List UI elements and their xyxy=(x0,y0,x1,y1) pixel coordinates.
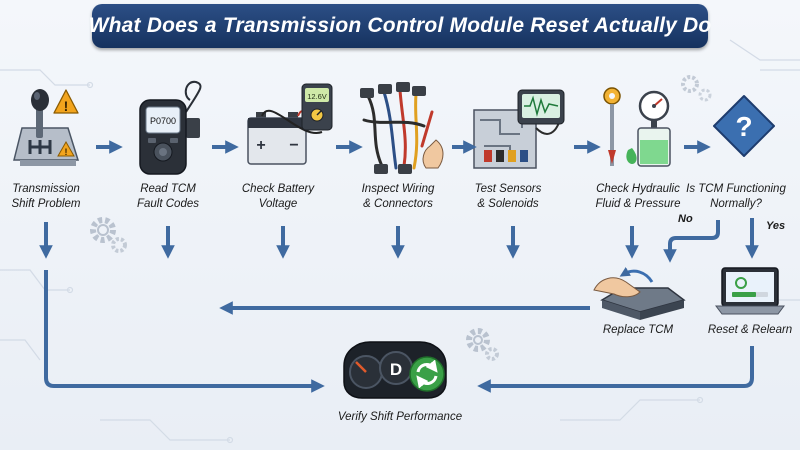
branch-label-yes: Yes xyxy=(766,220,786,232)
pressure-gauge-icon xyxy=(626,90,671,167)
meter-reading: 12.6V xyxy=(307,92,327,101)
gear-icon xyxy=(111,237,127,253)
battery-icon: + − xyxy=(247,112,307,165)
gear-icon xyxy=(698,88,712,102)
decision-diamond-icon: ? xyxy=(713,95,775,157)
line-problem-to-verify xyxy=(44,270,325,393)
branch-label-no: No xyxy=(678,213,693,225)
svg-text:!: ! xyxy=(64,98,69,114)
laptop-icon xyxy=(715,267,785,315)
outcome-label-replace: Replace TCM xyxy=(602,324,674,336)
flow-arrows-down xyxy=(161,218,759,259)
gear-icon xyxy=(90,217,116,243)
step-label-inspect-wiring: Inspect Wiring& Connectors xyxy=(361,183,435,210)
svg-text:+: + xyxy=(256,137,265,154)
page-title: What Does a Transmission Control Module … xyxy=(88,14,712,37)
svg-text:?: ? xyxy=(735,111,752,142)
gear-icon xyxy=(466,328,490,352)
step-label-test-sensors: Test Sensors& Solenoids xyxy=(474,183,542,210)
warning-icon: ! ! xyxy=(53,89,79,157)
arrow-no-to-replace xyxy=(663,220,720,263)
refresh-check-icon xyxy=(409,356,445,392)
wiring-harness-icon xyxy=(360,82,444,174)
background-circuit xyxy=(0,39,800,444)
dipstick-icon xyxy=(603,87,621,166)
multimeter-icon: 12.6V xyxy=(261,83,333,134)
title-banner: What Does a Transmission Control Module … xyxy=(89,4,711,48)
gear-letter: D xyxy=(390,360,402,379)
arrow-reset-to-verify xyxy=(477,346,754,393)
outcome-label-verify: Verify Shift Performance xyxy=(337,411,463,423)
replace-tcm-icon xyxy=(593,267,686,320)
obd-scanner-icon: P0700 xyxy=(139,80,202,175)
oscilloscope-icon xyxy=(517,89,565,135)
outcome-label-reset: Reset & Relearn xyxy=(707,324,793,336)
scanner-code: P0700 xyxy=(150,116,176,126)
gear-icon xyxy=(485,347,499,361)
gear-icon xyxy=(681,75,699,93)
valve-body-icon xyxy=(473,109,537,169)
svg-text:!: ! xyxy=(65,147,68,157)
svg-text:−: − xyxy=(289,137,298,154)
dashboard-cluster-icon: D xyxy=(343,341,447,399)
